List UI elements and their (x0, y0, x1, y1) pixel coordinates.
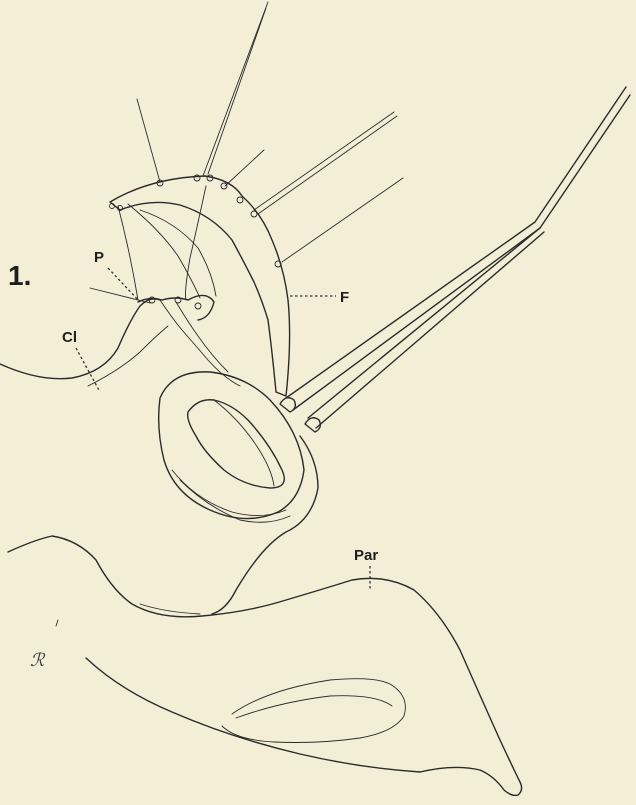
suture-thread (282, 178, 403, 262)
suture-loop (221, 183, 227, 189)
suture-thread (203, 2, 268, 176)
flap-inner-line (186, 186, 207, 300)
retractor-rod (293, 95, 630, 410)
wound-contour (172, 470, 286, 516)
suture-thread (258, 116, 397, 214)
label-P: P (94, 249, 140, 302)
pedicle (138, 295, 240, 386)
shoulder-contour (212, 436, 318, 614)
label-p: P (94, 249, 104, 266)
flap-inner-line (128, 204, 200, 298)
label-f: F (340, 289, 349, 306)
wound-contour (180, 480, 290, 522)
label-par: Par (354, 547, 378, 564)
suture-thread (254, 112, 394, 210)
label-Par: Par (354, 547, 378, 590)
suture-loop (251, 211, 257, 217)
jaw-inner-contour (222, 679, 405, 743)
suture-threads (90, 2, 403, 303)
label-F: F (290, 289, 349, 306)
stray-mark (56, 620, 58, 626)
wound-inner-cavity (188, 400, 285, 488)
figure-number: 1. (8, 260, 31, 291)
clavicle-inner-line (88, 326, 168, 386)
suture-thread (137, 99, 160, 182)
pedicle-strand (160, 300, 240, 386)
wound-contour (214, 400, 274, 486)
label-cl: Cl (62, 329, 77, 346)
suture-loop (237, 197, 243, 203)
clavicle-contour (0, 299, 160, 379)
artist-monogram: ℛ (30, 650, 46, 671)
suture-loop (195, 303, 201, 309)
retractor-rod (316, 232, 544, 428)
suture-thread (208, 8, 266, 174)
flap-outline (110, 176, 290, 396)
retractor-hook (280, 398, 295, 412)
retractor-hook (305, 418, 320, 432)
flap-inner-line (140, 210, 216, 296)
flap (110, 175, 290, 396)
mandible-region (8, 536, 522, 795)
retractor-rods (280, 87, 630, 432)
mandible-outline (8, 536, 522, 795)
retractor-rod (286, 87, 626, 398)
pedicle-strand (176, 302, 228, 372)
mandible-inner-line (140, 604, 200, 614)
flap-inner-line (118, 206, 138, 300)
suture-thread (225, 150, 264, 186)
retractor-rod (308, 228, 540, 418)
jaw-lower-contour (86, 658, 420, 772)
